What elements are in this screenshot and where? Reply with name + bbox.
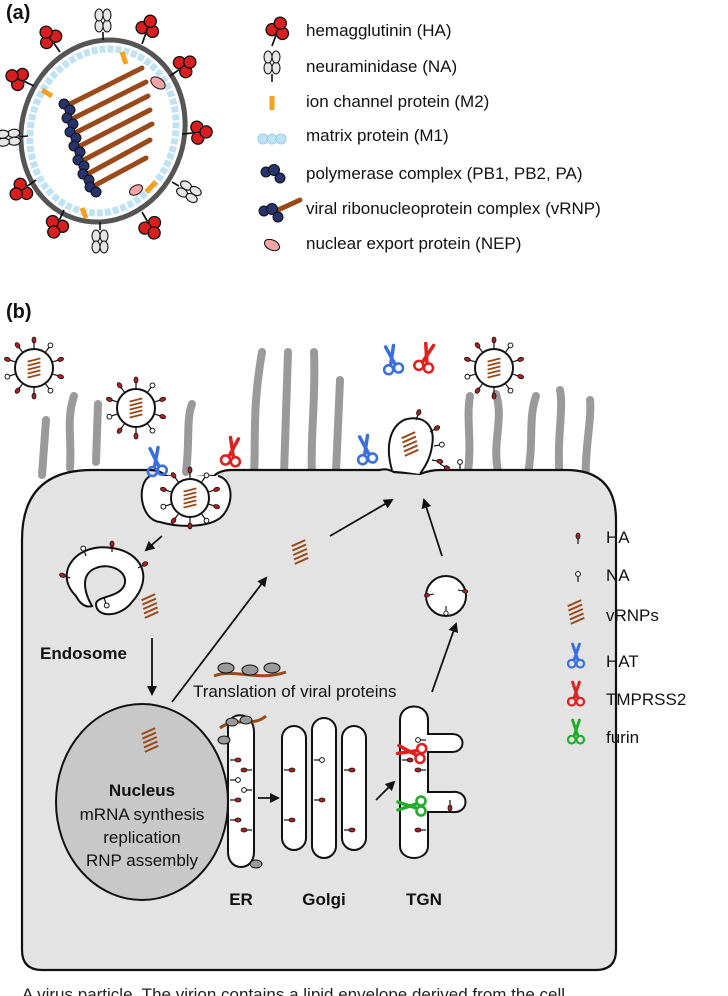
matrix-protein-icon bbox=[257, 133, 287, 145]
virion-diagram bbox=[0, 8, 215, 254]
polymerase-complex-icon bbox=[260, 164, 286, 184]
panel-b-label: (b) bbox=[6, 301, 32, 323]
virion-outside bbox=[106, 377, 166, 439]
endosome-label: Endosome bbox=[40, 644, 127, 663]
vrnp-icon bbox=[258, 197, 303, 223]
virion-outside bbox=[464, 337, 524, 399]
legend-b-item-4: HAT bbox=[606, 652, 639, 671]
hemagglutinin-icon bbox=[260, 12, 295, 51]
nep-icon bbox=[263, 238, 281, 252]
legend-a-item-1: hemagglutinin (HA) bbox=[306, 21, 452, 40]
panel-a-legend: hemagglutinin (HA) neuraminidase (NA) ion … bbox=[306, 21, 601, 253]
legend-a-item-4: matrix protein (M1) bbox=[306, 126, 449, 145]
tgn-label: TGN bbox=[406, 890, 442, 909]
legend-b-item-2: NA bbox=[606, 566, 630, 585]
matrix-layer bbox=[26, 45, 180, 217]
legend-b-item-5: TMPRSS2 bbox=[606, 690, 686, 709]
legend-a-item-6: viral ribonucleoprotein complex (vRNP) bbox=[306, 199, 601, 218]
ribosomes bbox=[213, 662, 287, 678]
tgn bbox=[399, 705, 467, 859]
hat-scissors bbox=[378, 342, 406, 377]
tmprss2-scissors bbox=[411, 340, 441, 376]
er bbox=[226, 714, 255, 868]
figure-caption: A virus particle. The virion contains a … bbox=[22, 985, 566, 996]
panel-a-label: (a) bbox=[6, 2, 30, 24]
nucleus-line-1: mRNA synthesis bbox=[80, 805, 205, 824]
vrnp-bundle bbox=[63, 65, 155, 191]
tmprss2-scissors bbox=[218, 434, 246, 469]
m2-channels bbox=[40, 51, 158, 219]
golgi bbox=[281, 717, 367, 859]
er-label: ER bbox=[229, 890, 253, 909]
legend-a-item-3: ion channel protein (M2) bbox=[306, 92, 489, 111]
nep-particle bbox=[150, 76, 166, 90]
legend-a-item-7: nuclear export protein (NEP) bbox=[306, 234, 521, 253]
hat-scissors bbox=[142, 445, 170, 479]
nucleus-title: Nucleus bbox=[109, 781, 175, 800]
legend-b-item-3: vRNPs bbox=[606, 606, 659, 625]
legend-a-item-5: polymerase complex (PB1, PB2, PA) bbox=[306, 164, 583, 183]
virion-outside bbox=[4, 337, 64, 399]
budding-virion bbox=[387, 417, 434, 475]
legend-b-item-6: furin bbox=[606, 728, 639, 747]
hat-scissors bbox=[352, 432, 380, 467]
golgi-label: Golgi bbox=[302, 890, 345, 909]
nucleus-line-2: replication bbox=[103, 828, 181, 847]
pathway-arrows bbox=[144, 498, 459, 803]
neuraminidase-icon bbox=[263, 50, 281, 83]
nep-particle bbox=[129, 184, 143, 196]
legend-a-item-2: neuraminidase (NA) bbox=[306, 57, 457, 76]
nucleus-line-3: RNP assembly bbox=[86, 851, 199, 870]
polymerase-complexes bbox=[58, 98, 102, 198]
translation-label: Translation of viral proteins bbox=[193, 682, 396, 701]
legend-b-item-1: HA bbox=[606, 528, 630, 547]
